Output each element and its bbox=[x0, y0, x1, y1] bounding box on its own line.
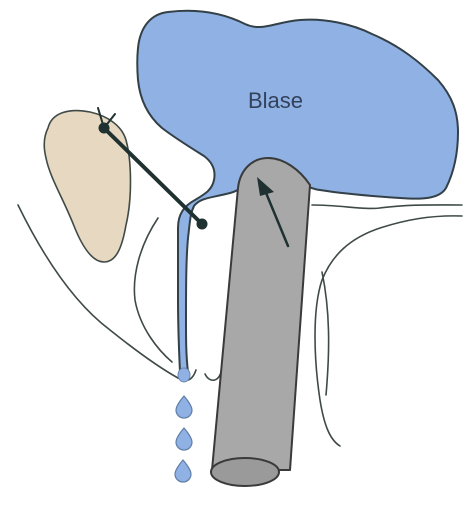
sling-anchor-bottom bbox=[197, 219, 208, 230]
urine-drops bbox=[175, 396, 192, 482]
bladder-label: Blase bbox=[248, 88, 303, 113]
urethra-opening-drop bbox=[178, 368, 190, 382]
posterior-wall-line bbox=[312, 205, 462, 209]
rectum-outline-inner bbox=[322, 272, 329, 395]
water-drop-icon bbox=[176, 396, 192, 418]
water-drop-icon bbox=[175, 460, 191, 482]
rectum-outline bbox=[315, 216, 462, 446]
inner-pelvis-line bbox=[134, 218, 172, 362]
rod-bottom bbox=[211, 458, 279, 486]
water-drop-icon bbox=[176, 428, 192, 450]
pubic-bone bbox=[44, 111, 130, 262]
vaginal-rod bbox=[211, 158, 310, 486]
